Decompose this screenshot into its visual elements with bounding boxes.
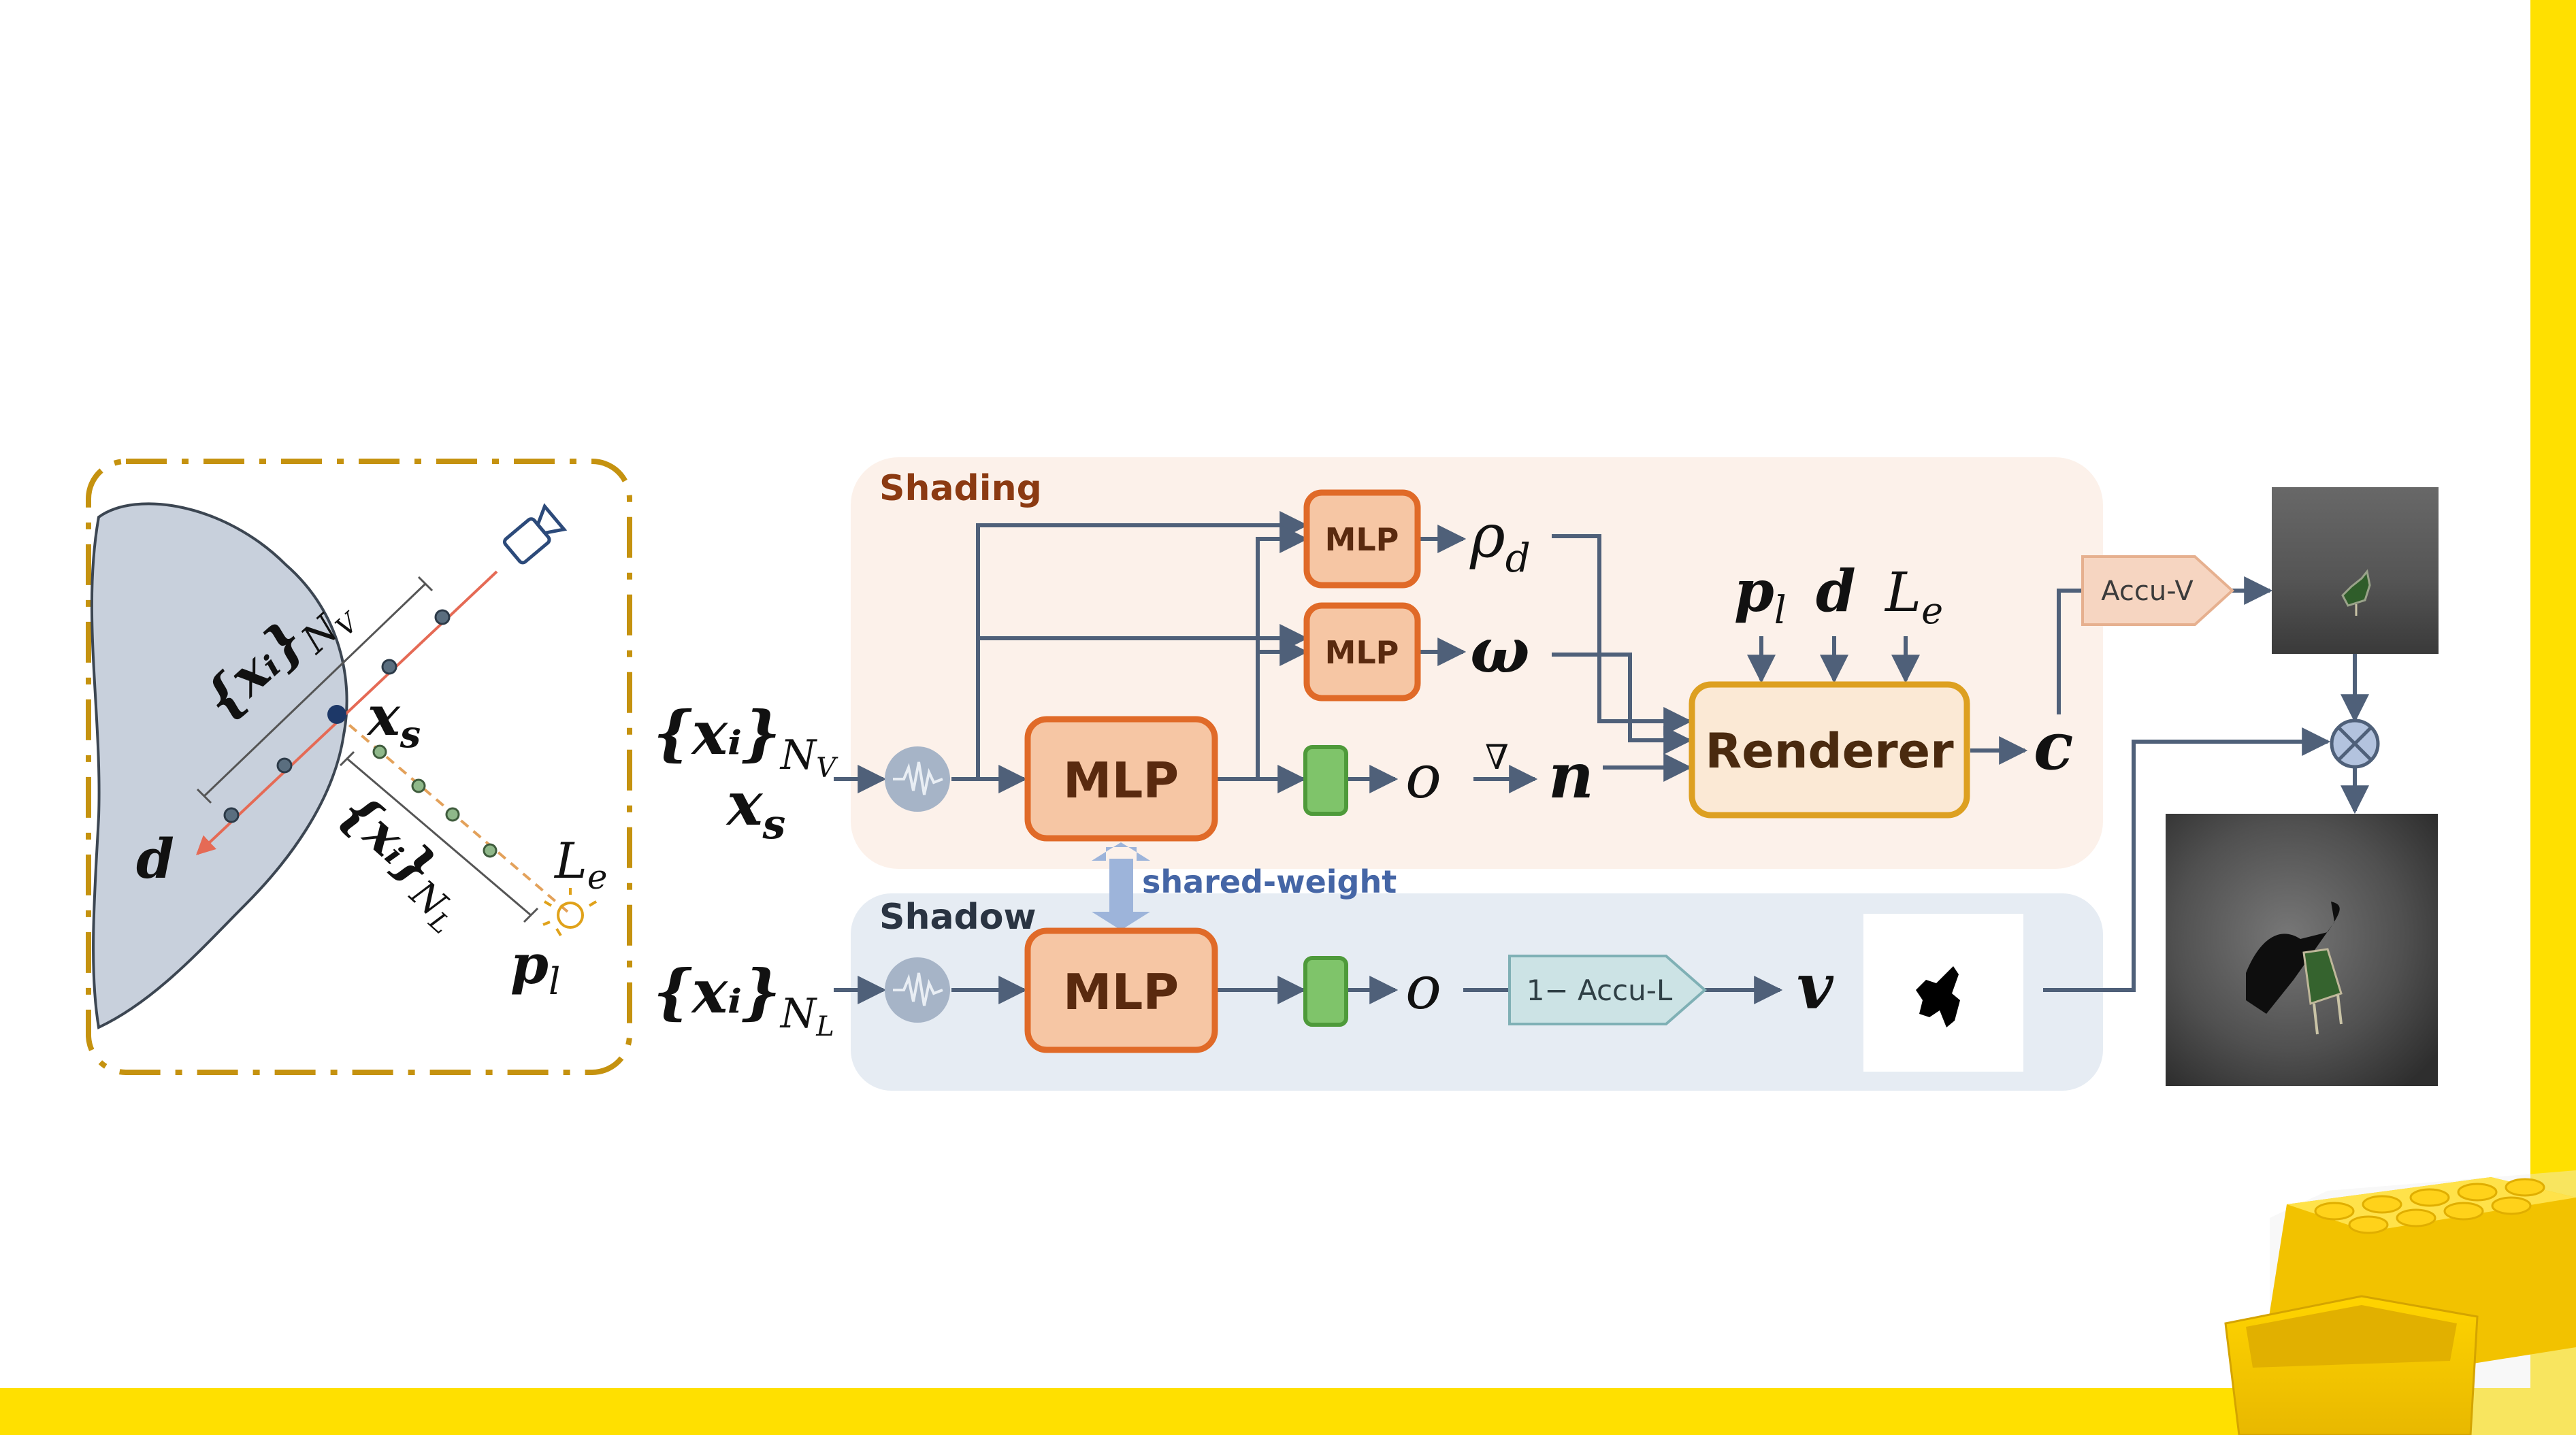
scene-pl-label: pl (510, 932, 560, 1003)
nv-bracket (196, 576, 434, 804)
renderer-le-label: Le (1884, 561, 1943, 632)
shading-render-image (2272, 487, 2439, 654)
renderer-d-label: d (1816, 557, 1856, 625)
accu-l-label: 1− Accu-L (1527, 974, 1673, 1007)
omega-label: ω (1470, 614, 1530, 687)
light-bulb-icon (542, 888, 598, 937)
shared-weight-arrow (1092, 842, 1150, 930)
chair-large-icon (2246, 902, 2343, 1035)
density-head-shadow (1303, 956, 1348, 1027)
scene-dashed-border (86, 459, 632, 1075)
connectors (834, 511, 2369, 1004)
shading-title: Shading (879, 468, 1042, 509)
scene-xs-label: xs (366, 684, 421, 756)
scene-panel: {xᵢ}NV xs {xᵢ}NL d Le pl (86, 459, 632, 1075)
c-label: c (2034, 708, 2073, 785)
chair-small-icon (2341, 569, 2371, 616)
surface-point (327, 705, 346, 724)
mlp-shadow-label: MLP (1063, 963, 1179, 1021)
mlp-shadow (1024, 927, 1218, 1053)
v-label: v (1797, 950, 1834, 1023)
nl-bracket (339, 751, 539, 923)
accu-l-box (1508, 955, 1708, 1025)
renderer-pl-label: pl (1734, 557, 1787, 633)
shared-weight-label: shared-weight (1142, 863, 1397, 900)
o-shadow-label: o (1405, 953, 1441, 1023)
mlp-rho-label: MLP (1325, 521, 1399, 558)
lego-brick-decoration (2224, 1170, 2576, 1435)
shadow-mask-shape (1916, 966, 1960, 1027)
renderer-box (1689, 681, 1970, 819)
nabla-label: ∇ (1485, 738, 1509, 777)
encoding-icon-shadow (885, 957, 950, 1023)
mlp-omega (1303, 602, 1421, 702)
rho-d-label: ρd (1469, 501, 1531, 581)
mlp-main-shading (1024, 716, 1218, 842)
accu-v-box (2081, 555, 2234, 626)
scene-le-label: Le (553, 832, 607, 897)
n-label: n (1548, 739, 1594, 812)
density-head-shading (1303, 745, 1348, 816)
multiply-node (2330, 719, 2380, 769)
encoding-icon-shading (885, 746, 950, 812)
renderer-label: Renderer (1705, 723, 1954, 779)
mlp-omega-label: MLP (1325, 634, 1399, 671)
camera-icon (503, 503, 568, 565)
input-xs: xs (725, 768, 785, 848)
accu-v-label: Accu-V (2101, 576, 2194, 607)
input-xi-nl: {xᵢ}NL (653, 956, 834, 1042)
shadow-title: Shadow (879, 897, 1037, 938)
o-shading-label: o (1405, 742, 1441, 812)
view-samples (223, 609, 451, 823)
scene-d-label: d (136, 827, 174, 891)
light-samples (372, 744, 498, 858)
mlp-rho (1303, 489, 1421, 589)
object-blob (90, 502, 348, 1029)
mlp-main-shading-label: MLP (1063, 752, 1179, 809)
